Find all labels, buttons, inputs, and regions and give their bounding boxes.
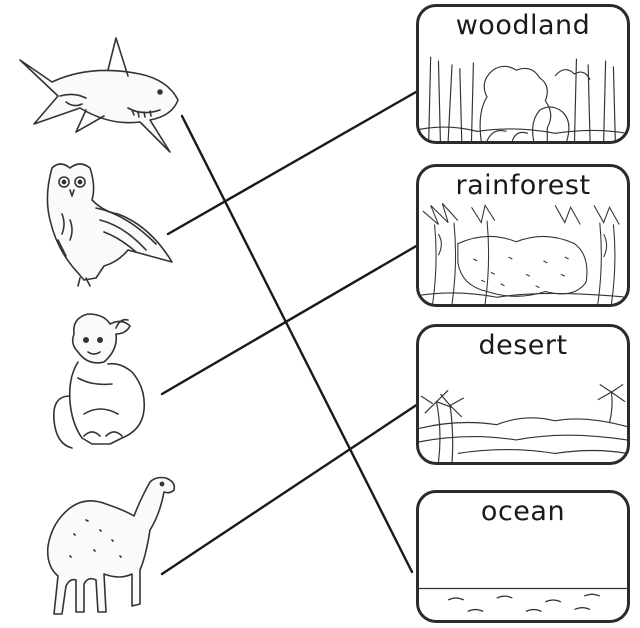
camel-icon — [48, 478, 175, 615]
card-woodland[interactable]: woodland — [416, 4, 630, 144]
monkey-icon — [54, 314, 144, 448]
connector-shark-ocean — [182, 116, 412, 572]
card-label-rainforest: rainforest — [419, 169, 627, 203]
connector-camel-desert — [162, 396, 430, 574]
shark-icon — [20, 38, 178, 152]
connector-monkey-rainforest — [162, 238, 430, 394]
card-label-woodland: woodland — [419, 9, 627, 43]
connector-owl-woodland — [168, 84, 430, 234]
owl-icon — [47, 164, 172, 286]
card-ocean[interactable]: ocean — [416, 490, 630, 623]
card-rainforest[interactable]: rainforest — [416, 164, 630, 307]
card-desert[interactable]: desert — [416, 324, 630, 465]
card-label-desert: desert — [419, 329, 627, 363]
card-label-ocean: ocean — [419, 495, 627, 529]
